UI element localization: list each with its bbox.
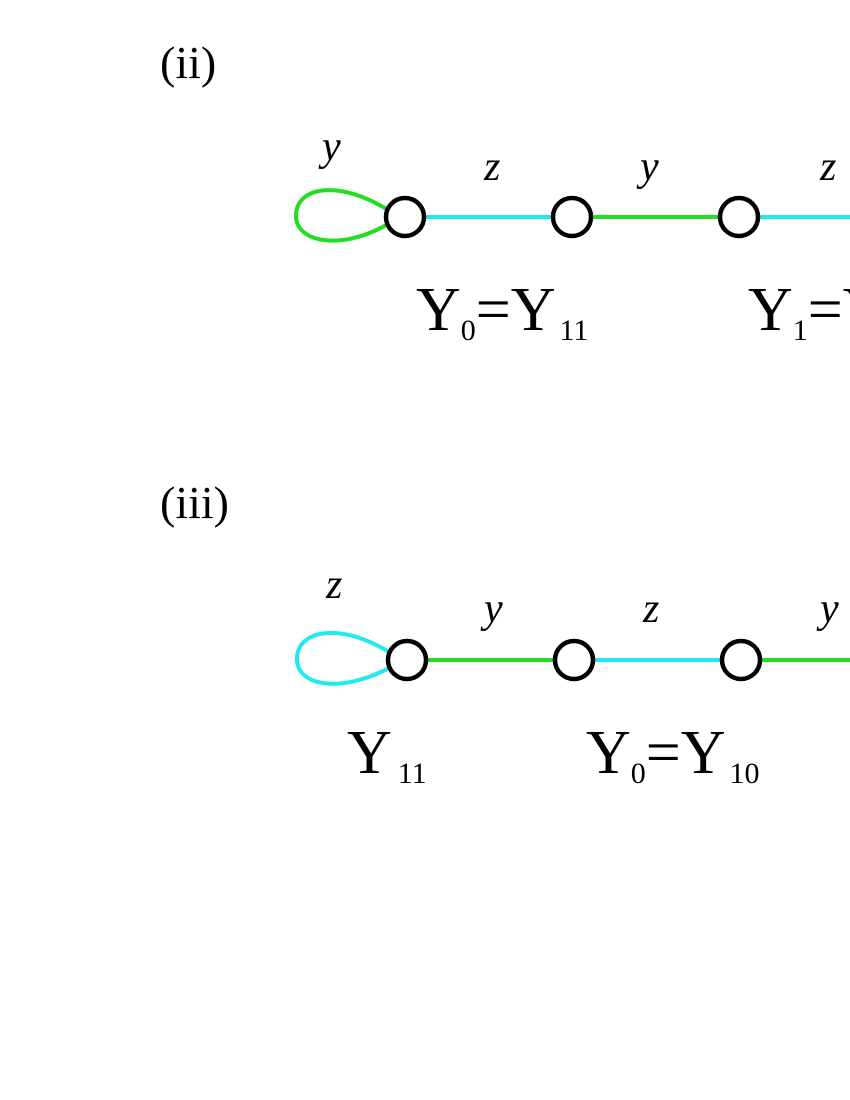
- node-iii-3: [719, 638, 763, 682]
- loop-label-ii: y: [318, 124, 341, 170]
- node-label-ii-2: Y1=Y: [748, 276, 850, 347]
- edge-label-ii-1: z: [483, 144, 500, 190]
- self-loop-iii: [294, 630, 391, 686]
- panel-ii: (ii) y z y z Y0=Y11 Y1=Y: [160, 37, 850, 347]
- edge-label-ii-3: z: [819, 144, 836, 190]
- edge-label-iii-3: y: [816, 586, 839, 632]
- node-ii-3: [717, 195, 761, 239]
- node-ii-1: [383, 195, 427, 239]
- loop-label-iii: z: [325, 562, 342, 608]
- panel-label-ii: (ii): [160, 37, 216, 88]
- edge-label-iii-1: y: [480, 586, 503, 632]
- panel-label-iii: (iii): [160, 477, 229, 528]
- self-loop-ii: [293, 188, 390, 243]
- edge-label-ii-2: y: [636, 144, 659, 190]
- node-iii-1: [385, 638, 429, 682]
- edge-label-iii-2: z: [642, 586, 659, 632]
- node-ii-2: [550, 195, 594, 239]
- node-iii-2: [552, 638, 596, 682]
